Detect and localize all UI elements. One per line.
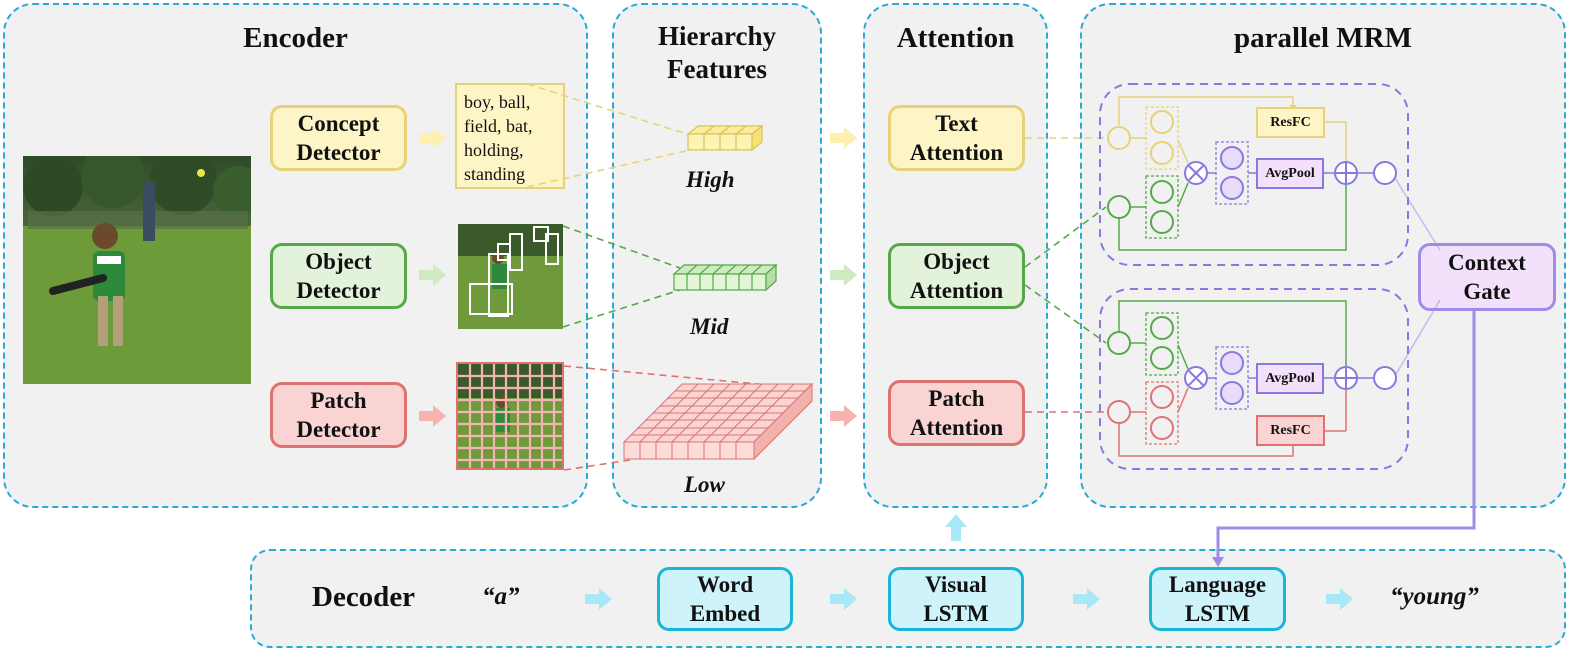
mid-feature-block [672, 263, 778, 292]
patch-thumbnail [456, 362, 564, 470]
patch-detector: Patch Detector [270, 382, 407, 448]
resfc-upper: ResFC [1256, 107, 1325, 138]
decoder-input-word: “a” [482, 583, 520, 610]
mrm-lower-module [1099, 288, 1409, 470]
level-low-label: Low [684, 472, 725, 497]
hierarchy-title: Hierarchy Features [658, 21, 776, 84]
decoder-output-word: “young” [1390, 583, 1479, 610]
language-lstm: Language LSTM [1149, 567, 1286, 631]
block-arrows [419, 127, 1353, 610]
input-photo [23, 156, 251, 384]
context-gate: Context Gate [1418, 243, 1556, 311]
concept-words: boy, ball, field, bat, holding, standing [455, 83, 565, 189]
attention-title: Attention [896, 22, 1015, 54]
avgpool-lower: AvgPool [1256, 363, 1324, 394]
object-thumbnail [458, 224, 563, 329]
encoder-title: Encoder [243, 22, 348, 54]
high-feature-block [686, 124, 764, 152]
resfc-lower: ResFC [1256, 415, 1325, 446]
text-attention: Text Attention [888, 105, 1025, 171]
patch-attention: Patch Attention [888, 380, 1025, 446]
object-attention: Object Attention [888, 243, 1025, 309]
visual-lstm: Visual LSTM [888, 567, 1024, 631]
mrm-title: parallel MRM [1234, 22, 1412, 54]
avgpool-upper: AvgPool [1256, 158, 1324, 189]
object-detector: Object Detector [270, 243, 407, 309]
low-feature-block [622, 382, 814, 461]
level-mid-label: Mid [690, 314, 729, 339]
decoder-title: Decoder [312, 581, 416, 613]
mrm-upper-module [1099, 83, 1409, 266]
concept-detector: Concept Detector [270, 105, 407, 171]
level-high-label: High [686, 167, 735, 192]
word-embed: Word Embed [657, 567, 793, 631]
